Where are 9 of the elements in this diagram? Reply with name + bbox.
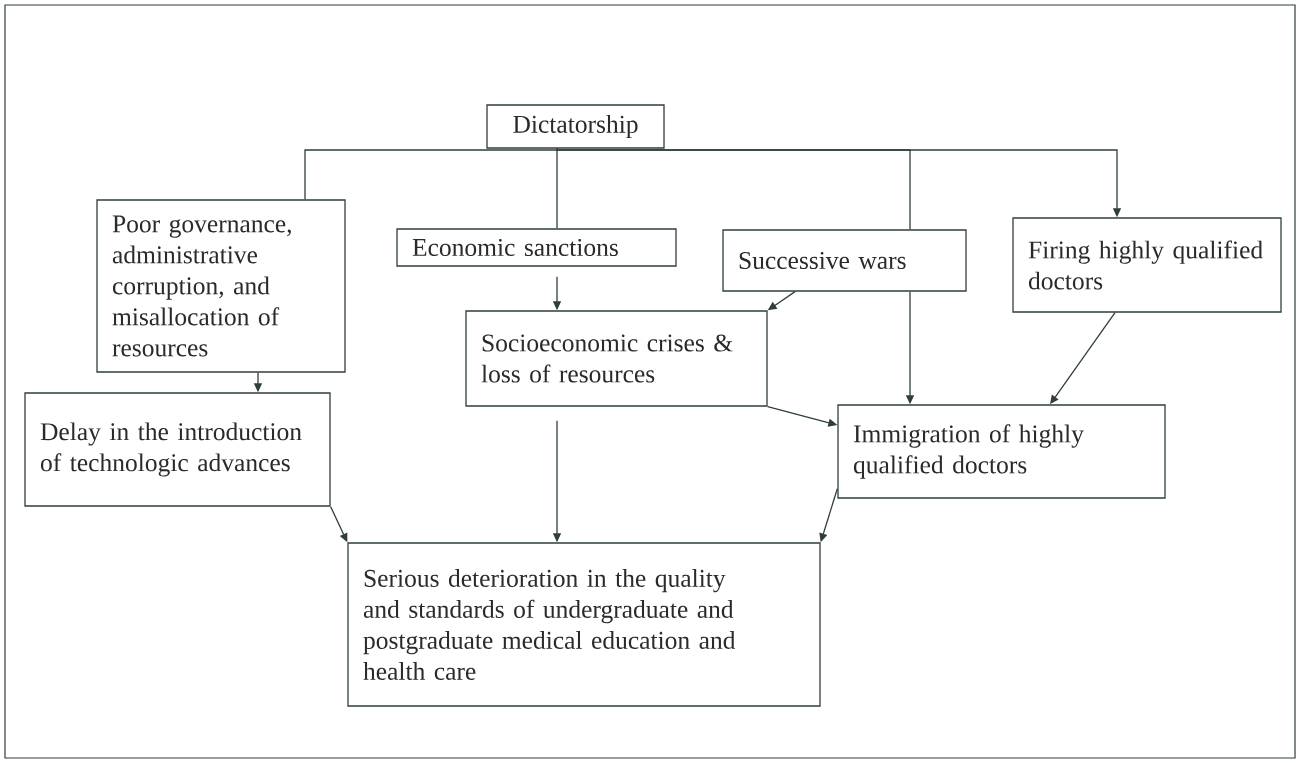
process-box: Immigration of highly qualified doctors xyxy=(837,404,1166,499)
process-box: Delay in the introduction of technologic advances xyxy=(24,392,331,507)
process-box: Socioeconomic crises & loss of resources xyxy=(465,310,768,407)
process-box: Poor governance, administrative corruption, and misallocation of resources xyxy=(96,199,346,373)
process-box: Successive wars xyxy=(722,229,967,292)
process-box: Firing highly qualified doctors xyxy=(1012,217,1282,313)
process-box: Dictatorship xyxy=(486,104,665,149)
process-box: Economic sanctions xyxy=(396,228,677,267)
process-box: Serious deterioration in the quality and standards of undergraduate and postgraduate medical education and health care xyxy=(347,542,821,707)
